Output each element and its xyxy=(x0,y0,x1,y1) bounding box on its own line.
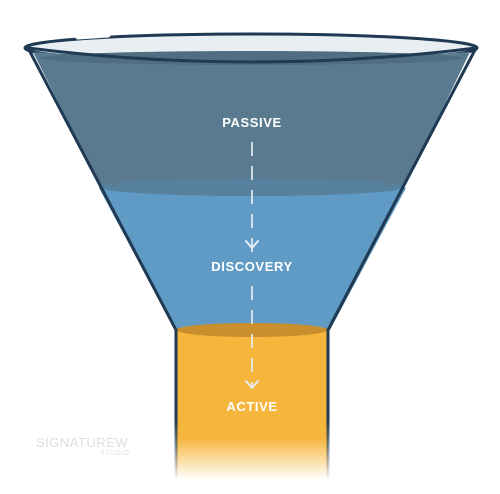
funnel-outline-right xyxy=(326,46,478,332)
stage-label-passive: PASSIVE xyxy=(222,115,282,130)
tube-outline-right xyxy=(326,330,330,480)
rim-highlight xyxy=(75,32,111,40)
watermark-sub: STUDIO xyxy=(100,450,130,457)
funnel-rim-front xyxy=(27,46,477,64)
tube-outline-left xyxy=(174,330,178,480)
discovery-surface xyxy=(99,178,405,196)
funnel-outline-left xyxy=(26,46,178,332)
stage-label-active: ACTIVE xyxy=(226,399,277,414)
arrow-down-icon xyxy=(245,380,259,389)
passive-surface xyxy=(39,51,463,65)
watermark-name: SIGNATUREW xyxy=(36,435,128,450)
arrow-down-icon xyxy=(245,240,259,249)
stage-label-discovery: DISCOVERY xyxy=(211,259,293,274)
active-surface xyxy=(176,323,328,337)
